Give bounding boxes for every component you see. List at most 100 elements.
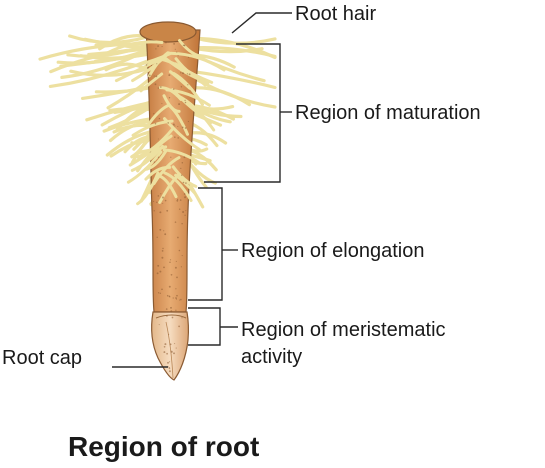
stipple-dot	[175, 260, 177, 262]
label-root-cap: Root cap	[2, 347, 83, 369]
stipple-dot	[173, 42, 176, 45]
stipple-dot	[183, 44, 186, 47]
stipple-dot	[177, 125, 179, 128]
root-hair-strand	[162, 94, 181, 113]
stipple-dot	[180, 86, 183, 88]
stipple-dot	[166, 294, 169, 297]
stipple-dot	[158, 117, 161, 120]
stipple-dot	[159, 86, 162, 88]
stipple-dot	[169, 261, 171, 263]
stipple-dot	[182, 181, 185, 184]
stipple-dot	[160, 193, 162, 195]
stipple-dot	[169, 343, 172, 346]
root-hair-strand	[190, 36, 277, 60]
stipple-dot	[177, 236, 179, 239]
label-region-of-elongation: Region of elongation	[241, 240, 425, 262]
stipple-dot	[179, 199, 182, 201]
stipple-dot	[166, 352, 168, 355]
stipple-dot	[159, 292, 161, 294]
stipple-dot	[188, 73, 191, 76]
stipple-dot	[187, 120, 189, 123]
stipple-dot	[183, 156, 186, 159]
stipple-dot	[170, 306, 172, 309]
stipple-dot	[156, 63, 158, 65]
root-hair-strand	[136, 134, 173, 173]
root-hair-strand	[163, 56, 210, 85]
meristem-bracket	[188, 307, 221, 346]
stipple-dot	[166, 315, 168, 317]
stipple-dot	[184, 127, 187, 129]
elongation-bracket	[188, 187, 223, 301]
stipple-dot	[170, 310, 173, 313]
stipple-dot	[180, 266, 182, 268]
stipple-dot	[154, 122, 157, 125]
stipple-dot	[177, 137, 179, 139]
root-hair-strand	[163, 171, 193, 202]
stipple-dot	[162, 196, 164, 199]
leader-lines	[112, 12, 292, 368]
root-hair-strand	[146, 104, 170, 127]
stipple-dot	[179, 299, 181, 301]
stipple-dot	[168, 285, 171, 288]
stipple-dot	[165, 308, 168, 310]
root-hair-strand	[126, 150, 163, 184]
stipple-dot	[180, 298, 182, 301]
root-hair-strand	[136, 127, 174, 159]
stipple-dot	[166, 209, 169, 212]
stipple-dot	[158, 324, 160, 326]
stipple-dot	[170, 273, 173, 276]
stipple-dot	[157, 292, 160, 294]
meristem-line	[155, 314, 187, 319]
stipple-dot	[175, 309, 177, 311]
stipple-dot	[183, 193, 186, 195]
stipple-dot	[182, 211, 185, 213]
stipple-dot	[167, 361, 169, 364]
stipple-dot	[171, 316, 174, 319]
stipple-dot	[146, 74, 149, 76]
root-hair-strand	[165, 88, 211, 107]
label-root-hair: Root hair	[295, 3, 377, 25]
stipple-dot	[176, 276, 178, 279]
stipple-dot	[172, 297, 174, 299]
stipple-dot	[170, 156, 172, 158]
stipple-dot	[162, 202, 164, 204]
stipple-dot	[184, 214, 186, 216]
stipple-dot	[182, 72, 184, 75]
stipple-dot	[176, 198, 179, 201]
stipple-dot	[161, 103, 163, 105]
stipple-dot	[161, 46, 163, 48]
stipple-dot	[180, 174, 183, 176]
stipple-dot	[153, 75, 155, 77]
stipple-dot	[186, 73, 189, 75]
stipple-dot	[163, 230, 165, 232]
stipple-dot	[165, 41, 167, 44]
stipple-dot	[175, 297, 177, 299]
stipple-dot	[172, 88, 175, 90]
stipple-dot	[168, 295, 171, 297]
stipple-dot	[178, 208, 181, 210]
stipple-dot	[185, 182, 187, 184]
root-hair-strand	[131, 119, 174, 137]
stipple-dot	[164, 233, 167, 236]
stipple-dot	[181, 126, 184, 129]
stipple-dot	[155, 75, 158, 78]
stipple-dot	[153, 161, 156, 163]
stipple-dot	[176, 294, 178, 297]
stipple-dot	[153, 210, 155, 212]
root-hair-strand	[135, 51, 173, 67]
stipple-dot	[156, 272, 159, 275]
stipple-dot	[184, 101, 187, 104]
stipple-dot	[162, 247, 164, 250]
stipple-dot	[150, 64, 153, 67]
root-hair-strand	[158, 174, 178, 199]
stipple-dot	[157, 45, 160, 48]
stipple-dot	[172, 123, 175, 126]
stipple-dot	[175, 288, 177, 290]
stipple-dot	[181, 161, 184, 164]
stipple-dot	[153, 113, 155, 115]
stipple-dot	[161, 288, 163, 291]
stipple-dot	[174, 266, 177, 269]
meristem-line	[165, 321, 174, 379]
stipple-dot	[178, 103, 181, 106]
stipple-dot	[164, 199, 167, 202]
